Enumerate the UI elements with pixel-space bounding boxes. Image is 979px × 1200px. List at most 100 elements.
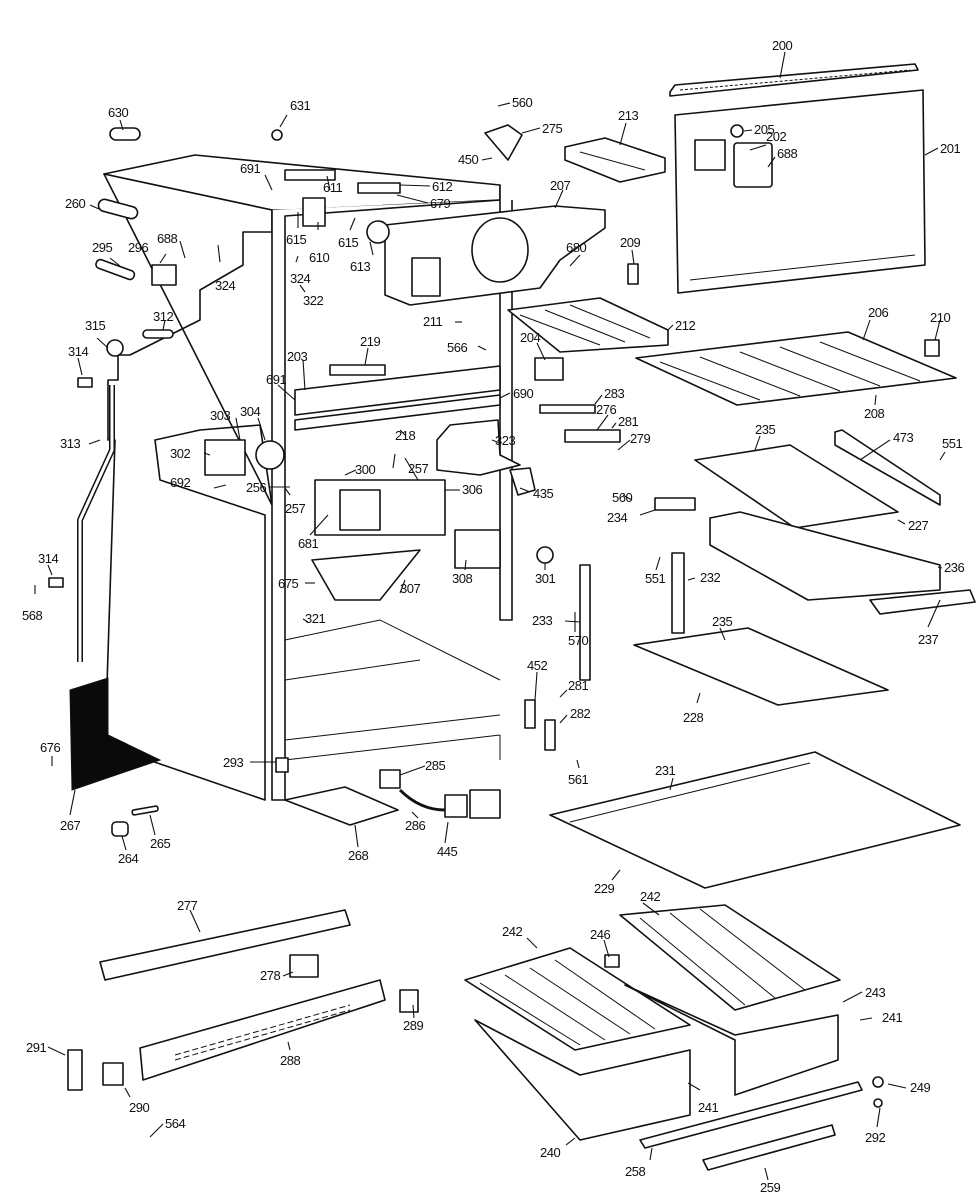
label-201: 201 <box>940 141 960 156</box>
label-301: 301 <box>535 571 555 586</box>
label-264: 264 <box>118 851 138 866</box>
screw-292 <box>873 1098 883 1108</box>
label-296: 296 <box>128 240 148 255</box>
support-246 <box>604 954 620 968</box>
label-445: 445 <box>437 844 457 859</box>
label-235b: 235 <box>712 614 732 629</box>
shelf-ladder-233 <box>579 564 591 681</box>
bar-234 <box>654 497 696 511</box>
label-314b: 314 <box>38 551 58 566</box>
label-278: 278 <box>260 968 280 983</box>
label-229: 229 <box>594 881 614 896</box>
freezer-shelf-212 <box>507 297 669 353</box>
connector-285 <box>379 769 401 789</box>
label-200: 200 <box>772 38 792 53</box>
label-285: 285 <box>425 758 445 773</box>
plate-308 <box>454 529 501 569</box>
evaporator-207 <box>384 205 606 306</box>
label-240: 240 <box>540 1145 560 1160</box>
label-560b: 560 <box>612 490 632 505</box>
label-282: 282 <box>570 706 590 721</box>
label-679: 679 <box>430 196 450 211</box>
label-473: 473 <box>893 430 913 445</box>
hinge-282 <box>544 719 556 751</box>
clip-210 <box>924 339 940 357</box>
rail-277 <box>99 909 351 981</box>
fan-613 <box>366 220 390 244</box>
shelf-231 <box>549 751 961 889</box>
label-268: 268 <box>348 848 368 863</box>
hinge-452 <box>524 699 536 729</box>
label-304: 304 <box>240 404 260 419</box>
label-615a: 615 <box>286 232 306 247</box>
bar-209 <box>627 263 639 285</box>
label-691b: 691 <box>266 372 286 387</box>
label-233: 233 <box>532 613 552 628</box>
label-691: 691 <box>240 161 260 176</box>
label-303: 303 <box>210 408 230 423</box>
label-692: 692 <box>170 475 190 490</box>
label-219: 219 <box>360 334 380 349</box>
label-212: 212 <box>675 318 695 333</box>
label-289: 289 <box>403 1018 423 1033</box>
label-279: 279 <box>630 431 650 446</box>
label-452: 452 <box>527 658 547 673</box>
label-631: 631 <box>290 98 310 113</box>
label-306: 306 <box>462 482 482 497</box>
label-281b: 281 <box>568 678 588 693</box>
pan-236 <box>709 511 941 601</box>
bezel-296 <box>151 264 177 286</box>
label-218: 218 <box>395 428 415 443</box>
label-566: 566 <box>447 340 467 355</box>
label-690: 690 <box>513 386 533 401</box>
label-313: 313 <box>60 436 80 451</box>
shield-307 <box>311 549 421 601</box>
trim-258 <box>639 1081 863 1149</box>
bracket-611 <box>284 169 336 181</box>
knob-295 <box>95 258 136 281</box>
label-630: 630 <box>108 105 128 120</box>
pin-265 <box>131 805 159 816</box>
label-231: 231 <box>655 763 675 778</box>
label-290: 290 <box>129 1100 149 1115</box>
elbow-315 <box>106 339 124 357</box>
dial-304 <box>255 440 285 470</box>
bracket-289 <box>399 989 419 1013</box>
trim-218 <box>294 394 501 431</box>
label-681: 681 <box>298 536 318 551</box>
clip-314 <box>77 377 93 388</box>
grille-288 <box>139 979 386 1081</box>
plug-631 <box>271 129 283 141</box>
control-302 <box>204 439 246 476</box>
label-680: 680 <box>566 240 586 255</box>
label-227: 227 <box>908 518 928 533</box>
pipe-312 <box>142 329 174 339</box>
part-labels: 200 201 205 202 688 213 560 275 450 630 … <box>22 38 965 1195</box>
label-675: 675 <box>278 576 298 591</box>
label-277: 277 <box>177 898 197 913</box>
trim-237 <box>869 589 976 615</box>
label-257b: 257 <box>285 501 305 516</box>
label-256: 256 <box>246 480 266 495</box>
label-237: 237 <box>918 632 938 647</box>
screw-249 <box>872 1076 884 1088</box>
label-435: 435 <box>533 486 553 501</box>
label-260: 260 <box>65 196 85 211</box>
label-288: 288 <box>280 1053 300 1068</box>
lamp-681 <box>339 489 381 531</box>
label-611: 611 <box>323 180 342 195</box>
label-242b: 242 <box>640 889 660 904</box>
label-241b: 241 <box>698 1100 718 1115</box>
label-688: 688 <box>777 146 797 161</box>
label-246: 246 <box>590 927 610 942</box>
label-314: 314 <box>68 344 88 359</box>
label-281: 281 <box>618 414 638 429</box>
connector-445 <box>444 794 468 818</box>
label-291: 291 <box>26 1040 46 1055</box>
label-292: 292 <box>865 1130 885 1145</box>
label-688b: 688 <box>157 231 177 246</box>
crisper-right-240 <box>619 904 841 1096</box>
label-258: 258 <box>625 1164 645 1179</box>
spacer-264 <box>111 821 129 837</box>
